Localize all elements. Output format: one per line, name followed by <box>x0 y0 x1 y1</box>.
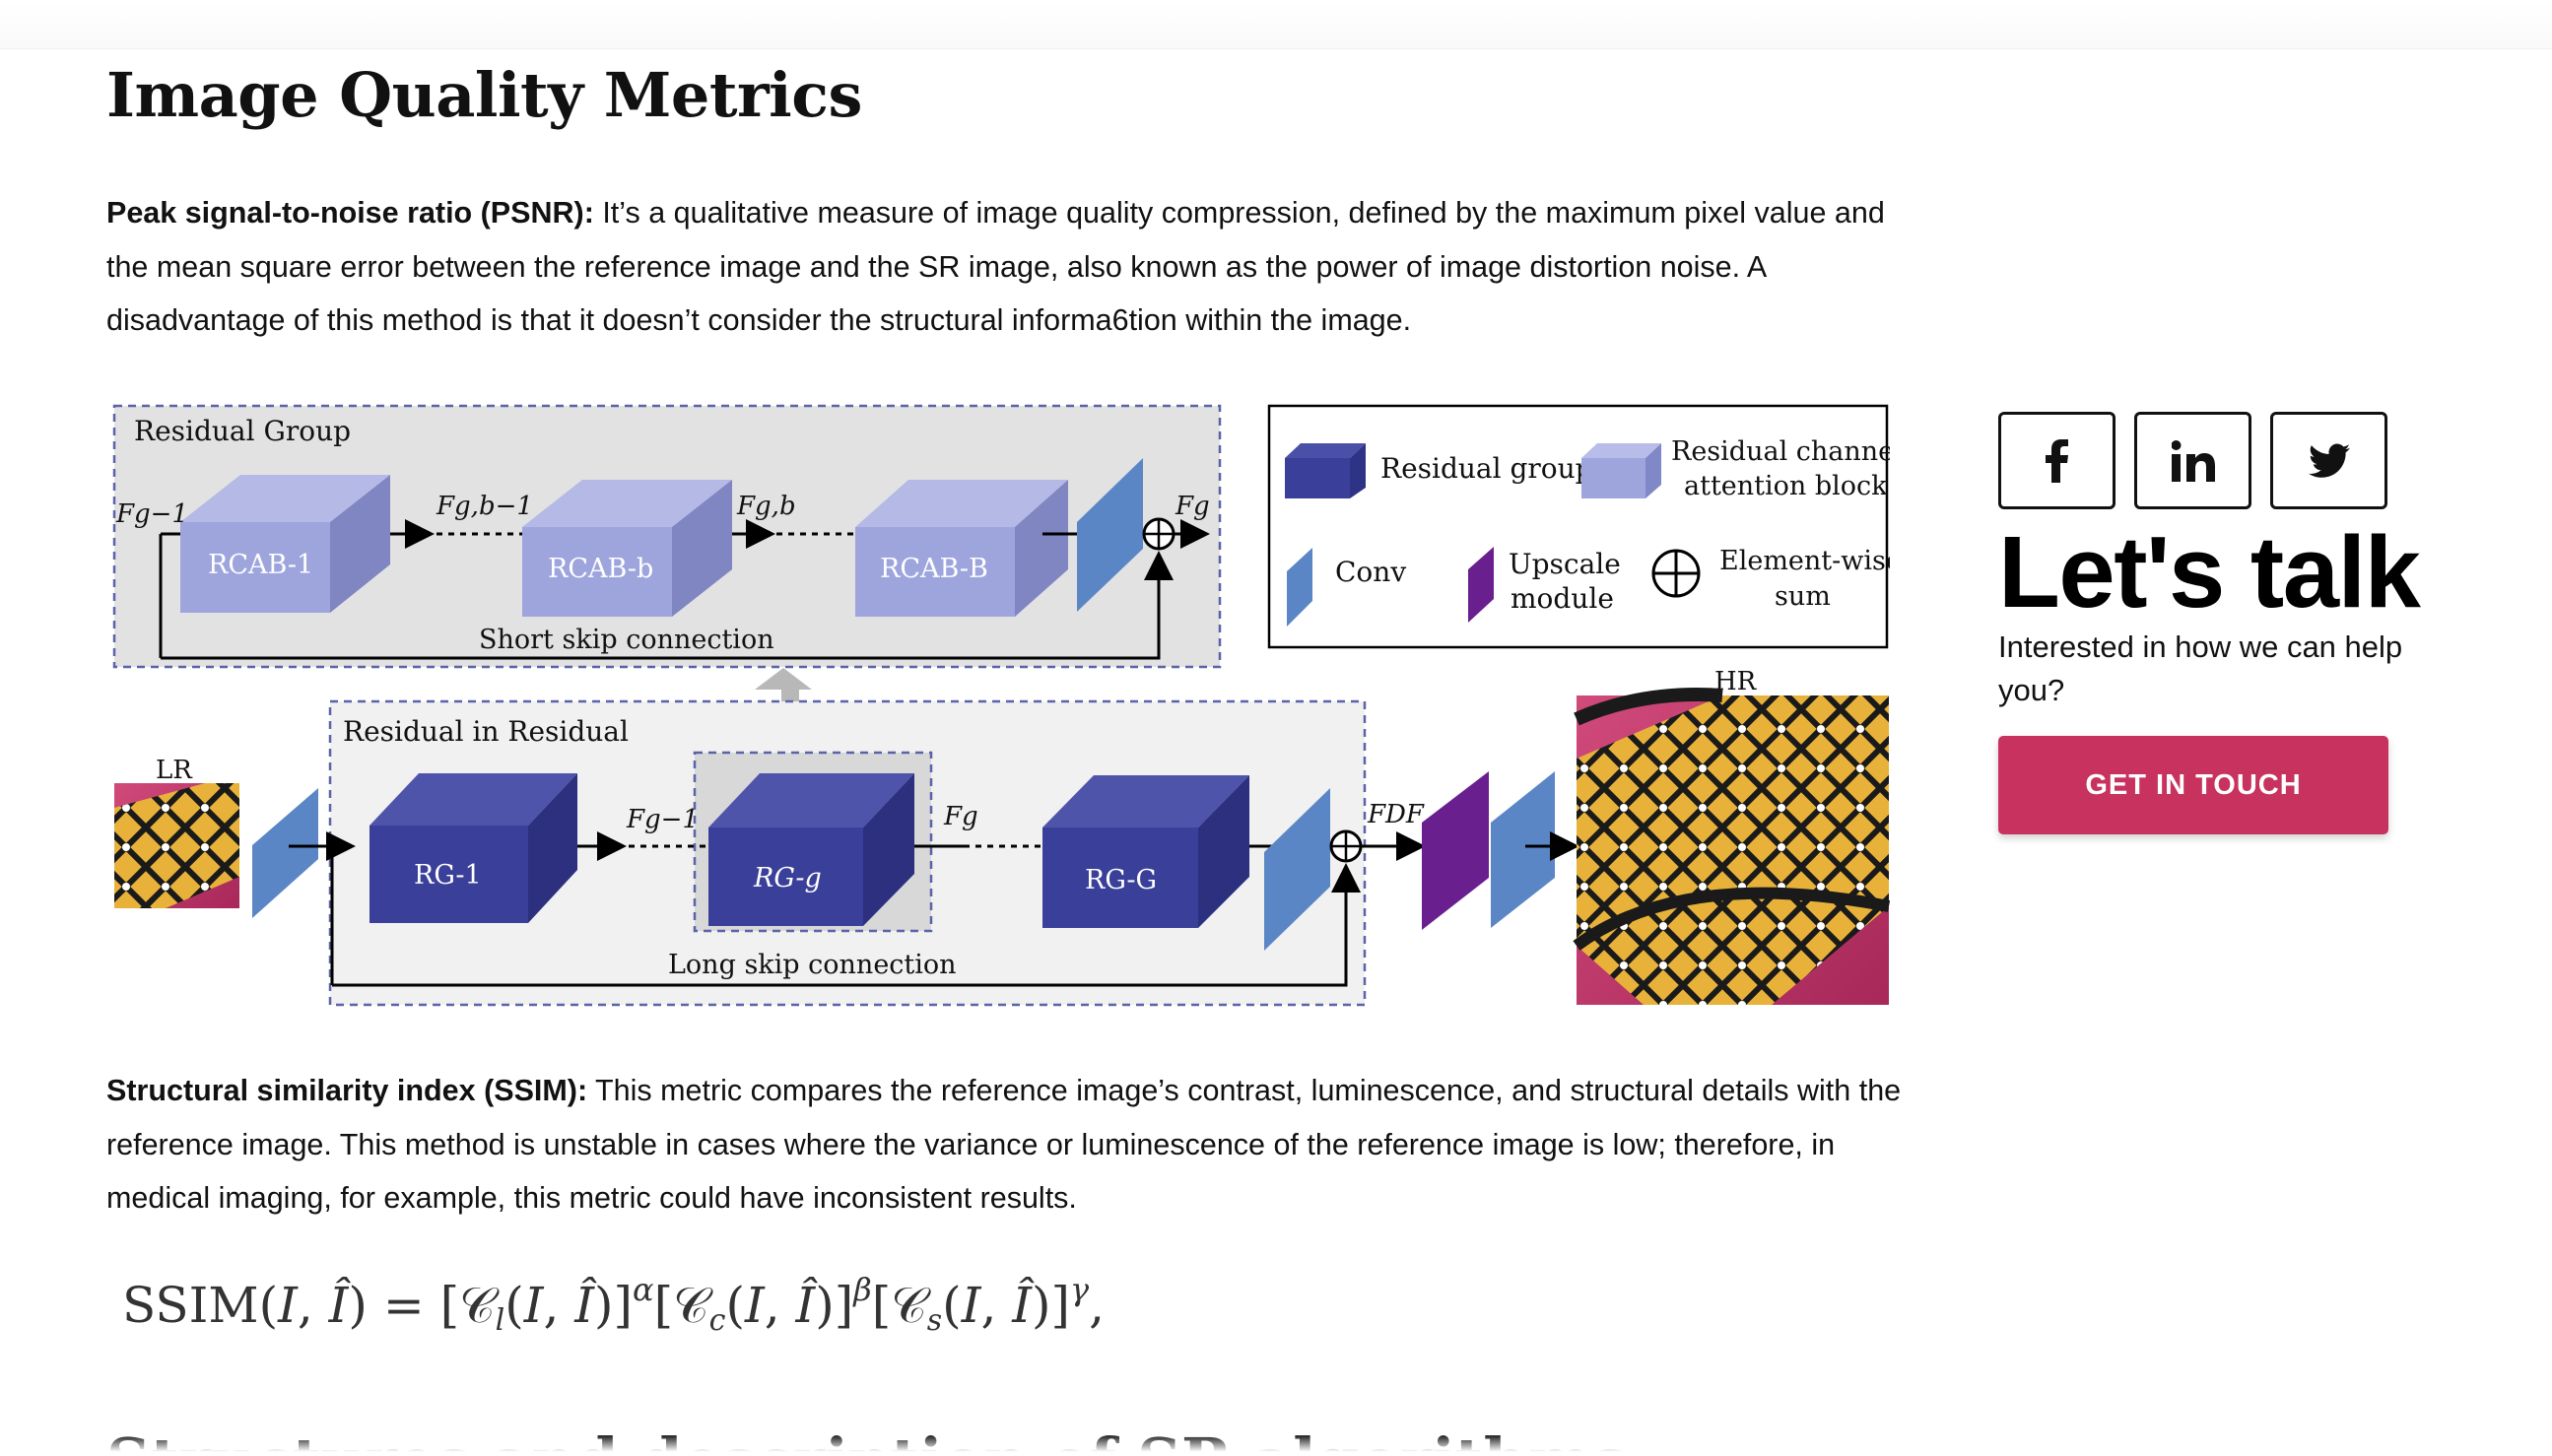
legend-rcab-line2: attention block <box>1684 471 1888 501</box>
psnr-term: Peak signal-to-noise ratio (PSNR): <box>106 196 594 230</box>
facebook-icon <box>2045 438 2068 483</box>
get-in-touch-button[interactable]: GET IN TOUCH <box>1998 736 2388 834</box>
residual-group-label: Residual Group <box>134 415 351 447</box>
lr-label: LR <box>156 756 193 785</box>
legend-residual-group: Residual group <box>1380 452 1593 485</box>
legend: Residual group Residual channel attentio… <box>1267 404 1890 649</box>
social-links <box>1998 412 2422 509</box>
linkedin-button[interactable] <box>2134 412 2251 509</box>
psnr-paragraph: Peak signal-to-noise ratio (PSNR): It’s … <box>106 186 1910 348</box>
bottom-fade <box>0 1434 2552 1456</box>
f-g-label: Fg <box>943 802 978 831</box>
legend-upscale-line1: Upscale <box>1509 548 1621 580</box>
f-g-b-label: Fg,b <box>736 492 796 521</box>
f-g-top-label: Fg <box>1175 492 1210 521</box>
facebook-button[interactable] <box>1998 412 2115 509</box>
legend-elementwise-line2: sum <box>1775 581 1831 612</box>
twitter-button[interactable] <box>2270 412 2387 509</box>
legend-rcab-line1: Residual channel <box>1671 436 1890 467</box>
rg-1-label: RG-1 <box>414 860 482 891</box>
f-g-minus-1-top-label: Fg−1 <box>115 499 188 529</box>
upscale-block <box>1422 771 1489 930</box>
rir-conv-block <box>1264 788 1330 951</box>
f-g-b-minus-1-label: Fg,b−1 <box>436 492 533 521</box>
rcab-B-label: RCAB-B <box>880 554 988 584</box>
ssim-text: This metric compares the reference image… <box>106 1074 1902 1215</box>
rg-G-label: RG-G <box>1085 865 1157 895</box>
rg-g-label: RG-g <box>753 863 822 893</box>
rg-conv-block <box>1077 458 1143 612</box>
rcab-B-block: RCAB-B <box>855 480 1068 617</box>
rg-g-block: RG-g <box>708 773 914 926</box>
section-heading: Image Quality Metrics <box>106 59 862 131</box>
rg-1-block: RG-1 <box>369 773 577 923</box>
top-bar <box>0 0 2552 49</box>
lets-talk-subtitle: Interested in how we can help you? <box>1998 629 2403 707</box>
rir-label: Residual in Residual <box>343 715 629 748</box>
ssim-paragraph: Structural similarity index (SSIM): This… <box>106 1064 1910 1225</box>
ssim-term: Structural similarity index (SSIM): <box>106 1074 588 1107</box>
twitter-icon <box>2308 443 2350 478</box>
rcab-b-block: RCAB-b <box>522 480 732 617</box>
output-conv-block <box>1491 771 1555 928</box>
long-skip-label: Long skip connection <box>668 950 957 980</box>
f-g-minus-1-label: Fg−1 <box>626 805 699 834</box>
lets-talk-title: Let's talk <box>1998 515 2421 629</box>
psnr-text: It’s a qualitative measure of image qual… <box>106 196 1885 337</box>
lr-image <box>114 783 239 908</box>
legend-conv: Conv <box>1335 556 1406 588</box>
contact-sidebar: Let's talk Interested in how we can help… <box>1998 412 2422 834</box>
rcab-1-label: RCAB-1 <box>208 550 313 580</box>
ssim-formula: SSIM(I, Î) = [𝒞l(I, Î)]α[𝒞c(I, Î)]β[𝒞s(I… <box>122 1271 1106 1338</box>
linkedin-icon <box>2171 439 2215 482</box>
f-df-label: FDF <box>1367 800 1425 829</box>
rcab-b-label: RCAB-b <box>548 554 653 584</box>
legend-elementwise-line1: Element-wise <box>1719 546 1890 576</box>
lr-conv-block <box>252 788 318 918</box>
rg-G-block: RG-G <box>1042 775 1249 928</box>
rcan-architecture-figure: Residual Group RCAB-1 RCAB-b RCAB-B <box>106 394 1890 1015</box>
hr-image <box>1573 688 1890 1005</box>
legend-upscale-line2: module <box>1511 582 1614 615</box>
rcab-1-block: RCAB-1 <box>180 475 390 613</box>
short-skip-label: Short skip connection <box>479 625 774 655</box>
